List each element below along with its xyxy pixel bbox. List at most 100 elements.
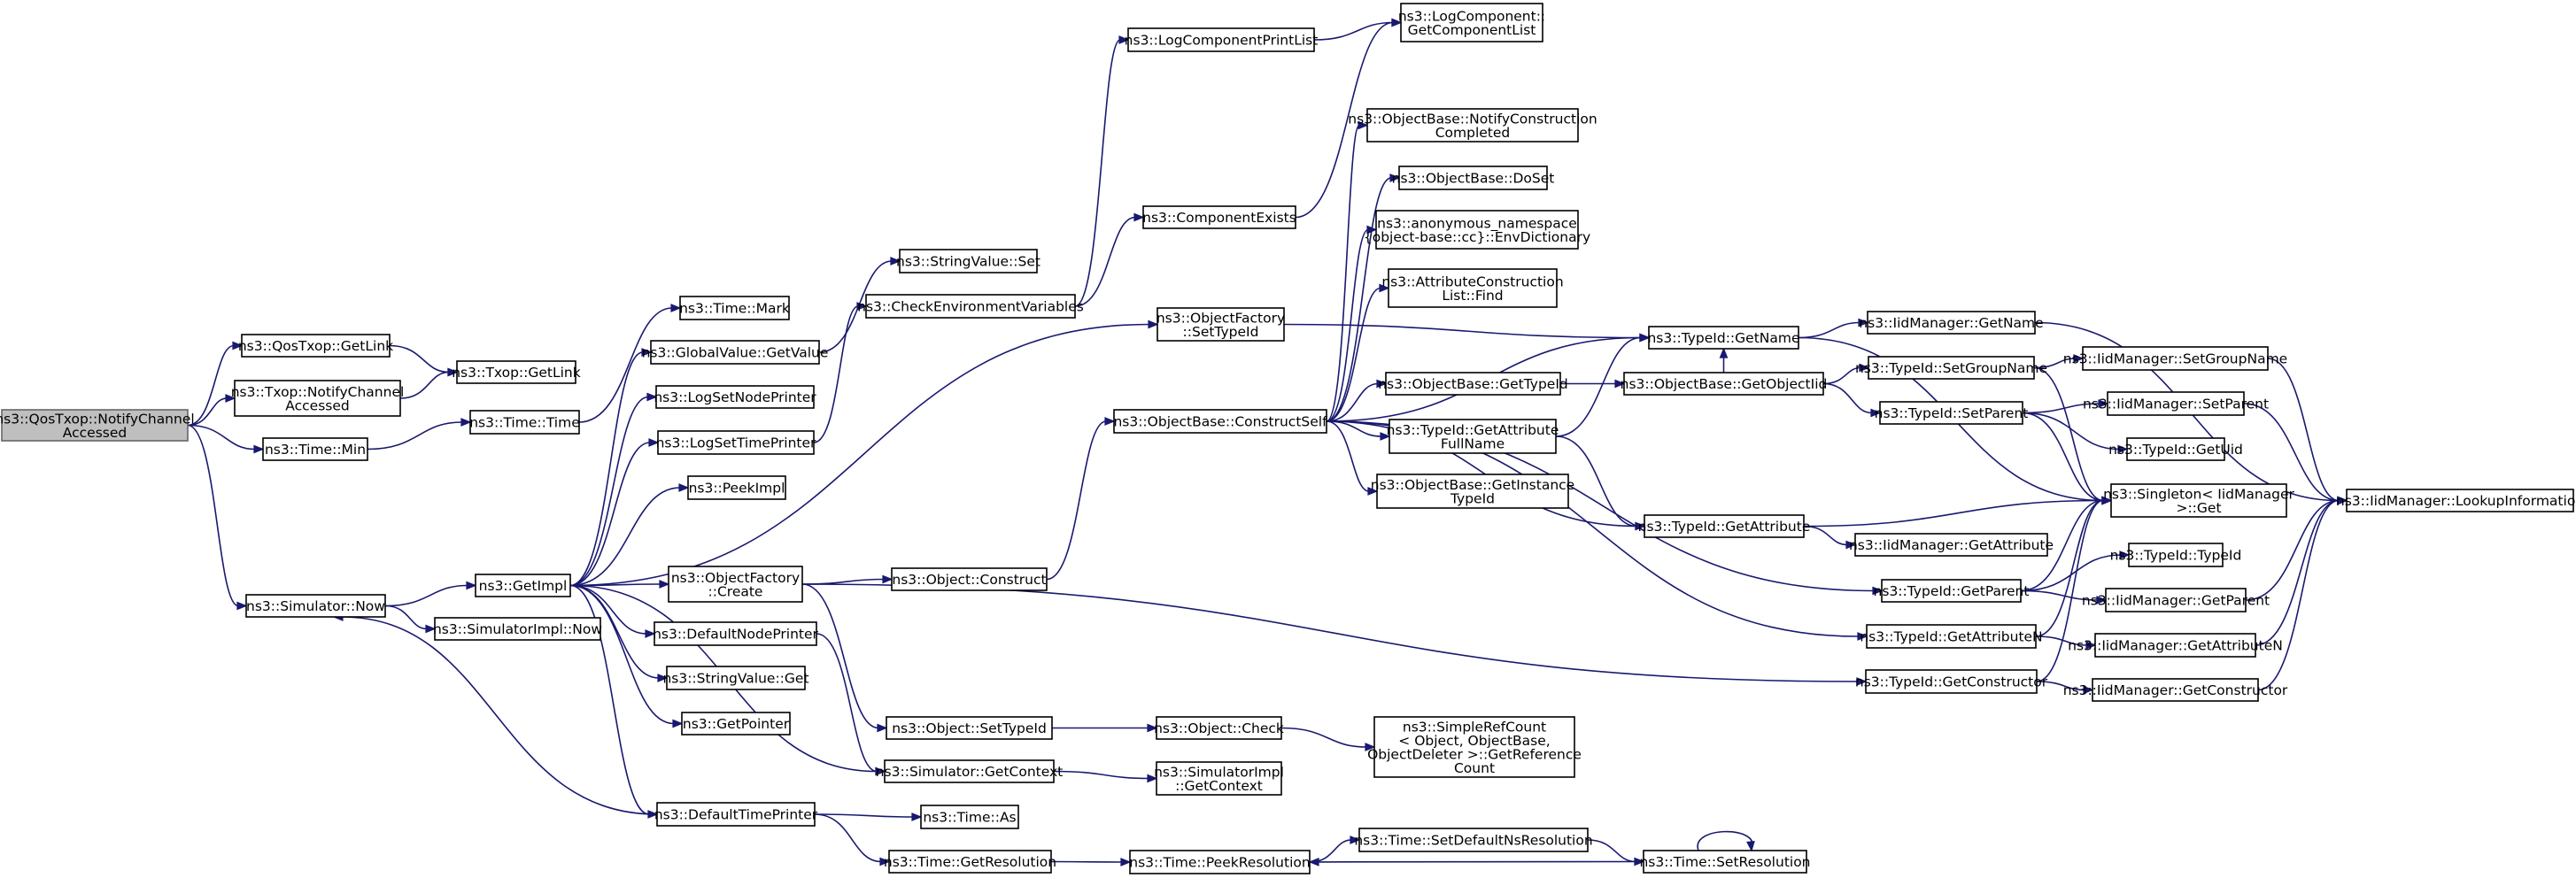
node-ob_doset[interactable]: ns3::ObjectBase::DoSet xyxy=(1392,166,1555,190)
edge-getimpl-to-logsetnode xyxy=(569,392,658,587)
node-simimpl_now[interactable]: ns3::SimulatorImpl::Now xyxy=(433,617,602,641)
node-label: ns3::TypeId::GetAttributeN xyxy=(1860,629,2042,645)
node-box xyxy=(655,385,815,409)
edge-sim_getcontext-to-simimpl_getcontext xyxy=(1053,770,1158,783)
node-iid_getname[interactable]: ns3::IidManager::GetName xyxy=(1859,311,2044,335)
node-box xyxy=(469,410,580,435)
edge-line xyxy=(2020,554,2122,592)
node-time_setres[interactable]: ns3::Time::SetResolution xyxy=(1639,850,1811,874)
node-iid_getattribute[interactable]: ns3::IidManager::GetAttribute xyxy=(1849,533,2054,557)
edge-arrowhead xyxy=(447,367,459,377)
edge-line xyxy=(801,578,885,585)
edge-line xyxy=(1697,830,1753,851)
node-iid_setgroupname[interactable]: ns3::IidManager::SetGroupName xyxy=(2063,346,2287,371)
node-tid_getattribute[interactable]: ns3::TypeId::GetAttribute xyxy=(1638,514,1811,538)
node-iid_getconstructor[interactable]: ns3::IidManager::GetConstructor xyxy=(2063,678,2288,702)
edge-tid_getattrfull-to-tid_getname xyxy=(1555,333,1651,437)
node-box xyxy=(1865,669,2038,694)
node-iid_getparent[interactable]: ns3::IidManager::GetParent xyxy=(2082,588,2270,612)
node-label: ns3::AttributeConstruction xyxy=(1381,273,1563,289)
node-tid_setparent[interactable]: ns3::TypeId::SetParent xyxy=(1875,401,2029,425)
node-box xyxy=(679,296,790,320)
node-compexists[interactable]: ns3::ComponentExists xyxy=(1142,205,1296,229)
edge-line xyxy=(1295,21,1394,219)
node-gv_getvalue[interactable]: ns3::GlobalValue::GetValue xyxy=(642,340,829,365)
node-tid_getname[interactable]: ns3::TypeId::GetName xyxy=(1647,326,1800,350)
node-srcount[interactable]: ns3::SimpleRefCount< Object, ObjectBase,… xyxy=(1367,716,1582,778)
node-getpointer[interactable]: ns3::GetPointer xyxy=(681,712,791,736)
node-iid_setparent[interactable]: ns3::IidManager::SetParent xyxy=(2083,391,2269,416)
node-tid_getparent[interactable]: ns3::TypeId::GetParent xyxy=(1874,579,2030,603)
node-tid_getuid[interactable]: ns3::TypeId::GetUid xyxy=(2108,437,2243,461)
node-qos_getlink[interactable]: ns3::QosTxop::GetLink xyxy=(238,334,393,358)
node-box xyxy=(1400,3,1543,42)
node-box xyxy=(1388,268,1558,308)
node-iid_lookup[interactable]: ns3::IidManager::LookupInformation xyxy=(2336,489,2576,512)
node-obj_settypeid[interactable]: ns3::Object::SetTypeId xyxy=(886,716,1053,740)
edge-ob_constructself-to-ob_getinstance xyxy=(1326,420,1379,496)
node-sim_now[interactable]: ns3::Simulator::Now xyxy=(245,594,386,618)
edge-arrowhead xyxy=(232,341,244,350)
edge-line xyxy=(2255,499,2340,646)
node-label: ns3::Time::SetDefaultNsResolution xyxy=(1354,833,1592,849)
node-deftimeprinter[interactable]: ns3::DefaultTimePrinter xyxy=(654,802,818,827)
node-txop_getlink[interactable]: ns3::Txop::GetLink xyxy=(452,360,581,384)
node-sv_set[interactable]: ns3::StringValue::Set xyxy=(896,249,1040,273)
node-logsettime[interactable]: ns3::LogSetTimePrinter xyxy=(656,430,816,455)
edge-tid_getattribute-to-singleton_get xyxy=(1803,496,2113,528)
node-of_create[interactable]: ns3::ObjectFactory::Create xyxy=(668,566,803,603)
node-logprintlist[interactable]: ns3::LogComponentPrintList xyxy=(1125,27,1319,52)
node-iid_getattributen[interactable]: ns3::IidManager::GetAttributeN xyxy=(2068,633,2283,658)
node-tid_getconstructor[interactable]: ns3::TypeId::GetConstructor xyxy=(1855,669,2048,694)
node-time_setdefres[interactable]: ns3::Time::SetDefaultNsResolution xyxy=(1354,828,1593,852)
edge-arrowhead xyxy=(1635,521,1646,531)
node-label: ns3::Txop::GetLink xyxy=(452,365,581,381)
node-time_as[interactable]: ns3::Time::As xyxy=(920,805,1019,829)
node-sim_getcontext[interactable]: ns3::Simulator::GetContext xyxy=(876,759,1064,783)
edge-arrowhead xyxy=(641,348,653,357)
node-obj_construct[interactable]: ns3::Object::Construct xyxy=(891,567,1048,591)
edge-root-to-txop_notify xyxy=(187,394,236,427)
node-label: ns3::ObjectBase::ConstructSelf xyxy=(1113,414,1327,430)
node-time_peekres[interactable]: ns3::Time::PeekResolution xyxy=(1129,850,1311,874)
node-anon_envdict[interactable]: ns3::anonymous_namespace{object-base::cc… xyxy=(1364,210,1590,250)
edge-tid_getattributen-to-singleton_get xyxy=(2035,496,2113,637)
node-of_settypeid[interactable]: ns3::ObjectFactory::SetTypeId xyxy=(1156,307,1285,342)
edge-line xyxy=(1798,321,1860,339)
node-obj_check[interactable]: ns3::Object::Check xyxy=(1154,716,1284,740)
edge-line xyxy=(578,307,673,423)
node-checkenv[interactable]: ns3::CheckEnvironmentVariables xyxy=(857,294,1084,319)
edge-time_setres-to-time_peekres xyxy=(1308,858,1644,866)
node-tid_getattributen[interactable]: ns3::TypeId::GetAttributeN xyxy=(1860,624,2043,649)
node-singleton_get[interactable]: ns3::Singleton< IidManager>::Get xyxy=(2103,483,2295,518)
node-box xyxy=(262,437,368,461)
node-getimpl[interactable]: ns3::GetImpl xyxy=(475,574,571,597)
node-time_min[interactable]: ns3::Time::Min xyxy=(262,437,368,461)
node-tid_setgroupname[interactable]: ns3::TypeId::SetGroupName xyxy=(1855,356,2047,380)
edge-arrowhead xyxy=(1376,379,1388,389)
node-tid_typeid[interactable]: ns3::TypeId::TypeId xyxy=(2110,543,2242,567)
node-time_time[interactable]: ns3::Time::Time xyxy=(469,410,580,435)
node-ob_gettypeid[interactable]: ns3::ObjectBase::GetTypeId xyxy=(1378,372,1568,396)
node-time_mark[interactable]: ns3::Time::Mark xyxy=(679,296,790,320)
edge-line xyxy=(569,584,675,725)
node-simimpl_getcontext[interactable]: ns3::SimulatorImpl::GetContext xyxy=(1154,761,1284,796)
node-ob_constructself[interactable]: ns3::ObjectBase::ConstructSelf xyxy=(1113,409,1327,434)
node-time_getres[interactable]: ns3::Time::GetResolution xyxy=(884,850,1056,874)
edge-arrowhead xyxy=(253,444,265,454)
node-defnodeprinter[interactable]: ns3::DefaultNodePrinter xyxy=(653,621,819,646)
node-logcomp_getlist[interactable]: ns3::LogComponent::GetComponentList xyxy=(1398,3,1545,42)
node-peekimpl[interactable]: ns3::PeekImpl xyxy=(687,475,786,500)
edge-arrowhead xyxy=(879,857,891,866)
node-label: ns3::TypeId::SetGroupName xyxy=(1855,360,2047,376)
node-ob_getobjectiid[interactable]: ns3::ObjectBase::GetObjectIid xyxy=(1621,372,1828,396)
node-ob_notify[interactable]: ns3::ObjectBase::NotifyConstructionCompl… xyxy=(1348,108,1597,142)
node-logsetnode[interactable]: ns3::LogSetNodePrinter xyxy=(654,385,816,409)
node-sv_get[interactable]: ns3::StringValue::Get xyxy=(662,666,809,690)
edge-ob_constructself-to-ob_gettypeid xyxy=(1326,379,1388,422)
